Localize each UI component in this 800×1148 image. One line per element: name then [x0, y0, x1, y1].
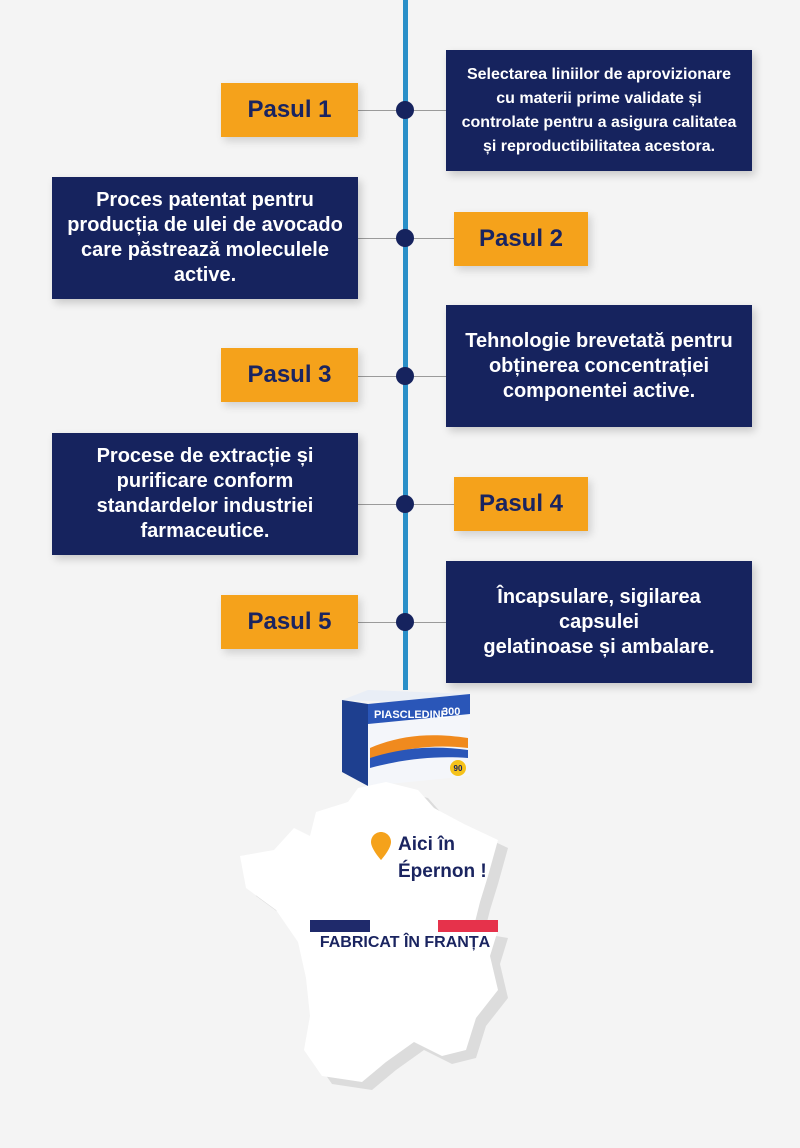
step-1-line: Selectarea liniilor de aprovizionare: [466, 65, 732, 83]
step-1-description: Selectarea liniilor de aprovizionare cu …: [446, 50, 752, 171]
step-3-line: Tehnologie brevetată pentru: [465, 329, 733, 352]
product-box-icon: 90 PIASCLEDINE 300: [338, 688, 474, 788]
timeline-dot-2: [396, 229, 414, 247]
location-line-1: Aici în: [398, 834, 456, 855]
step-2-label: Pasul 2: [454, 212, 588, 266]
step-4-line: purificare conform: [116, 470, 294, 492]
step-4-line: Procese de extracție și: [96, 445, 314, 467]
step-4-description: Procese de extracție și purificare confo…: [52, 433, 358, 555]
step-3-label: Pasul 3: [221, 348, 358, 402]
product-brand: PIASCLEDINE: [374, 709, 448, 721]
step-2-line: care păstrează moleculele: [81, 239, 329, 261]
step-1-line: cu materii prime validate și: [496, 89, 702, 107]
timeline-dot-1: [396, 101, 414, 119]
france-map: [236, 780, 536, 1090]
step-4-label: Pasul 4: [454, 477, 588, 531]
map-pin-icon: [371, 832, 391, 860]
timeline-dot-4: [396, 495, 414, 513]
made-in-label: FABRICAT ÎN FRANȚA: [319, 934, 491, 951]
step-2-line: active.: [173, 264, 237, 286]
step-2-line: Proces patentat pentru: [96, 189, 314, 211]
product-strength: 300: [442, 706, 460, 718]
step-4-line: farmaceutice.: [140, 520, 270, 542]
step-2-line: producția de ulei de avocado: [67, 214, 343, 236]
step-3-line: componentei active.: [502, 379, 696, 402]
step-3-description: Tehnologie brevetată pentru obținerea co…: [446, 305, 752, 427]
step-1-label: Pasul 1: [221, 83, 358, 137]
step-1-line: controlate pentru a asigura calitatea: [461, 113, 737, 131]
step-5-description: Încapsulare, sigilarea capsulei gelatino…: [446, 561, 752, 683]
location-line-2: Épernon !: [398, 861, 487, 882]
timeline-dot-5: [396, 613, 414, 631]
flag-red-segment: [438, 920, 498, 932]
timeline-dot-3: [396, 367, 414, 385]
flag-white-segment: [370, 920, 438, 932]
location-label: Aici în Épernon !: [398, 831, 487, 885]
step-2-description: Proces patentat pentru producția de ulei…: [52, 177, 358, 299]
timeline-line: [403, 0, 408, 690]
step-5-line: Încapsulare, sigilarea capsulei: [497, 585, 701, 633]
step-3-line: obținerea concentrației: [488, 354, 710, 377]
step-4-line: standardelor industriei: [96, 495, 314, 517]
product-count: 90: [454, 764, 463, 773]
step-5-label: Pasul 5: [221, 595, 358, 649]
step-1-line: și reproductibilitatea acestora.: [482, 137, 716, 155]
flag-blue-segment: [310, 920, 370, 932]
step-5-line: gelatinoase și ambalare.: [483, 635, 715, 658]
